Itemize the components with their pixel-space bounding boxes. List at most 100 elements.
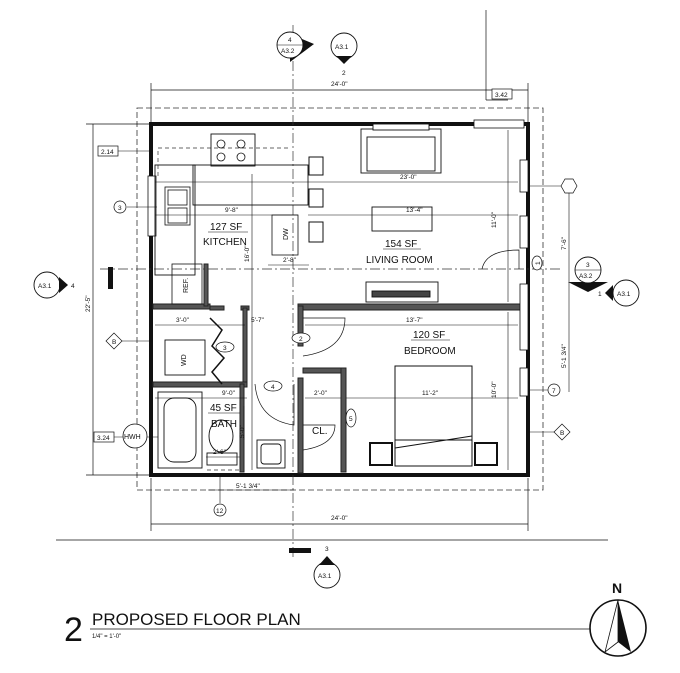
sofa <box>360 123 442 174</box>
svg-text:4: 4 <box>288 37 292 44</box>
living-name: LIVING ROOM <box>366 255 433 266</box>
door-swings <box>254 249 520 451</box>
dim-dw-width: 2'-8" <box>283 257 297 264</box>
bath-name: BATH <box>211 419 237 430</box>
svg-text:A3.1: A3.1 <box>617 291 631 298</box>
north-arrow-icon: N <box>589 580 647 657</box>
washer-dryer <box>164 339 206 376</box>
cooktop <box>216 139 246 162</box>
svg-text:A3.1: A3.1 <box>38 283 52 290</box>
svg-text:A3.1: A3.1 <box>318 573 332 580</box>
svg-text:7: 7 <box>552 388 556 395</box>
bath-sink <box>256 439 286 469</box>
dim-left-overall: 22'-5" <box>85 295 92 312</box>
elevation-callout-bottom: 3 A3.1 <box>289 546 341 589</box>
dim-hall-run: 5'-7" <box>251 317 265 324</box>
roof-outline <box>136 107 544 491</box>
dim-upper-run: 23'-0" <box>400 174 417 181</box>
section-callout-top: 4 A3.2 <box>276 31 314 62</box>
hidden-lines <box>157 147 290 471</box>
living-area: 154 SF <box>385 239 417 250</box>
water-heater-tag: HWH <box>122 423 148 449</box>
door-tag-5: 5 <box>345 408 357 428</box>
hex-marker-upper <box>528 178 578 194</box>
svg-text:3: 3 <box>118 205 122 212</box>
svg-text:12: 12 <box>216 508 224 515</box>
svg-text:B: B <box>112 339 116 346</box>
svg-text:2: 2 <box>342 70 346 77</box>
ref-tag-214: 2.14 <box>97 145 153 157</box>
door-tag-4: 4 <box>263 380 283 392</box>
bathtub <box>157 391 203 469</box>
tv-console <box>365 281 439 303</box>
ref-tag-342: 3.42 <box>491 88 513 100</box>
svg-text:3.42: 3.42 <box>495 92 508 99</box>
reference-lines <box>100 25 560 560</box>
dim-kitchen-width: 9'-8" <box>225 207 239 214</box>
elevation-callout-right: A3.1 1 <box>598 279 640 307</box>
kitchen-name: KITCHEN <box>203 237 247 248</box>
toilet <box>206 419 238 466</box>
dim-laundry-width: 3'-0" <box>176 317 190 324</box>
dim-bed-width: 11'-2" <box>422 390 439 397</box>
windows <box>147 119 529 397</box>
bedroom-area: 120 SF <box>413 330 445 341</box>
dim-bath-width: 9'-0" <box>222 390 236 397</box>
dim-right-lower: 5'-1 3/4" <box>561 344 568 368</box>
door-tag-2: 2 <box>291 332 311 344</box>
elevation-callout-left: A3.1 4 <box>33 267 113 299</box>
door-tag-3: 3 <box>215 341 235 353</box>
svg-text:B: B <box>560 430 564 437</box>
refrigerator <box>171 263 203 305</box>
dim-bottom-partial: 5'-1 3/4" <box>236 483 260 490</box>
dim-closet-width: 2'-0" <box>314 390 328 397</box>
svg-text:3.24: 3.24 <box>97 435 110 442</box>
drawing-number: 2 <box>64 611 83 649</box>
window-tag-7: 7 <box>528 383 561 397</box>
svg-text:1: 1 <box>535 261 542 265</box>
kitchen-sink <box>164 186 191 226</box>
bed <box>369 365 498 467</box>
svg-text:2.14: 2.14 <box>101 149 114 156</box>
bath-area: 45 SF <box>210 403 237 414</box>
dim-top-overall: 24'-0" <box>331 81 348 88</box>
type-tag-b-left: B <box>105 332 153 350</box>
kitchen-counter <box>154 133 309 276</box>
svg-text:4: 4 <box>271 384 275 391</box>
svg-text:3: 3 <box>325 546 329 553</box>
dim-bedroom-depth: 10'-0" <box>491 381 498 398</box>
closet-name: CL. <box>312 426 328 437</box>
dim-right-upper: 7'-6" <box>561 236 568 250</box>
type-tag-b-right: B <box>528 423 571 441</box>
section-cut-mark-left <box>108 267 113 289</box>
dim-bath-depth: 5'-0" <box>239 424 246 438</box>
dishwasher-label: DW <box>283 228 290 240</box>
interior-dimension-lines <box>155 130 570 491</box>
dim-bottom-overall: 24'-0" <box>331 515 348 522</box>
coffee-table <box>371 206 433 232</box>
svg-text:4: 4 <box>71 283 75 290</box>
svg-text:1: 1 <box>598 291 602 298</box>
bar-stools <box>308 156 324 243</box>
elevation-callout-top: A3.1 2 <box>330 32 358 77</box>
dim-kitchen-depth: 16'-0" <box>244 245 251 262</box>
door-tag-1: 1 <box>531 255 543 271</box>
dim-vanity-width: 2'-6" <box>213 449 227 456</box>
section-callout-right: 3 A3.2 <box>568 256 608 292</box>
overall-dimension-lines <box>56 10 608 541</box>
refrigerator-label: REF. <box>183 278 190 293</box>
svg-text:A3.2: A3.2 <box>281 48 295 55</box>
dim-living-width: 13'-4" <box>406 207 423 214</box>
svg-text:2: 2 <box>299 336 303 343</box>
bifold-door <box>209 317 226 385</box>
window-tag-12: 12 <box>213 476 227 517</box>
washer-dryer-label: WD <box>181 354 188 366</box>
bedroom-name: BEDROOM <box>404 346 456 357</box>
svg-text:A3.1: A3.1 <box>335 44 349 51</box>
window-tag-3: 3 <box>113 200 157 214</box>
drawing-title: PROPOSED FLOOR PLAN <box>92 610 301 629</box>
dim-living-depth: 11'-0" <box>491 211 498 228</box>
dim-bedroom-width: 13'-7" <box>406 317 423 324</box>
kitchen-area: 127 SF <box>210 222 242 233</box>
